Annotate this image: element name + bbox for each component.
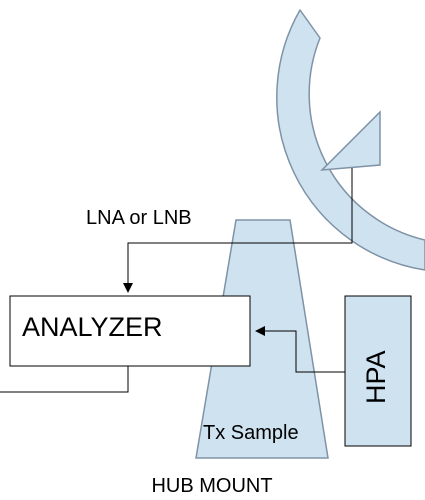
analyzer-box [9, 295, 251, 367]
feed-horn [320, 110, 381, 171]
lna-signal-line [123, 168, 353, 293]
reflector-dish [276, 9, 425, 271]
tx-sample-label: Tx Sample [203, 422, 299, 444]
hub-mount-label: HUB MOUNT [151, 475, 272, 497]
hpa-label: HPA [361, 350, 391, 404]
hpa-box [344, 295, 412, 447]
tx-sample-line [255, 326, 345, 373]
analyzer-output-line [0, 366, 129, 393]
lna-or-lnb-label: LNA or LNB [86, 207, 192, 229]
analyzer-label: ANALYZER [22, 312, 163, 342]
hub-mount-body [195, 219, 329, 459]
